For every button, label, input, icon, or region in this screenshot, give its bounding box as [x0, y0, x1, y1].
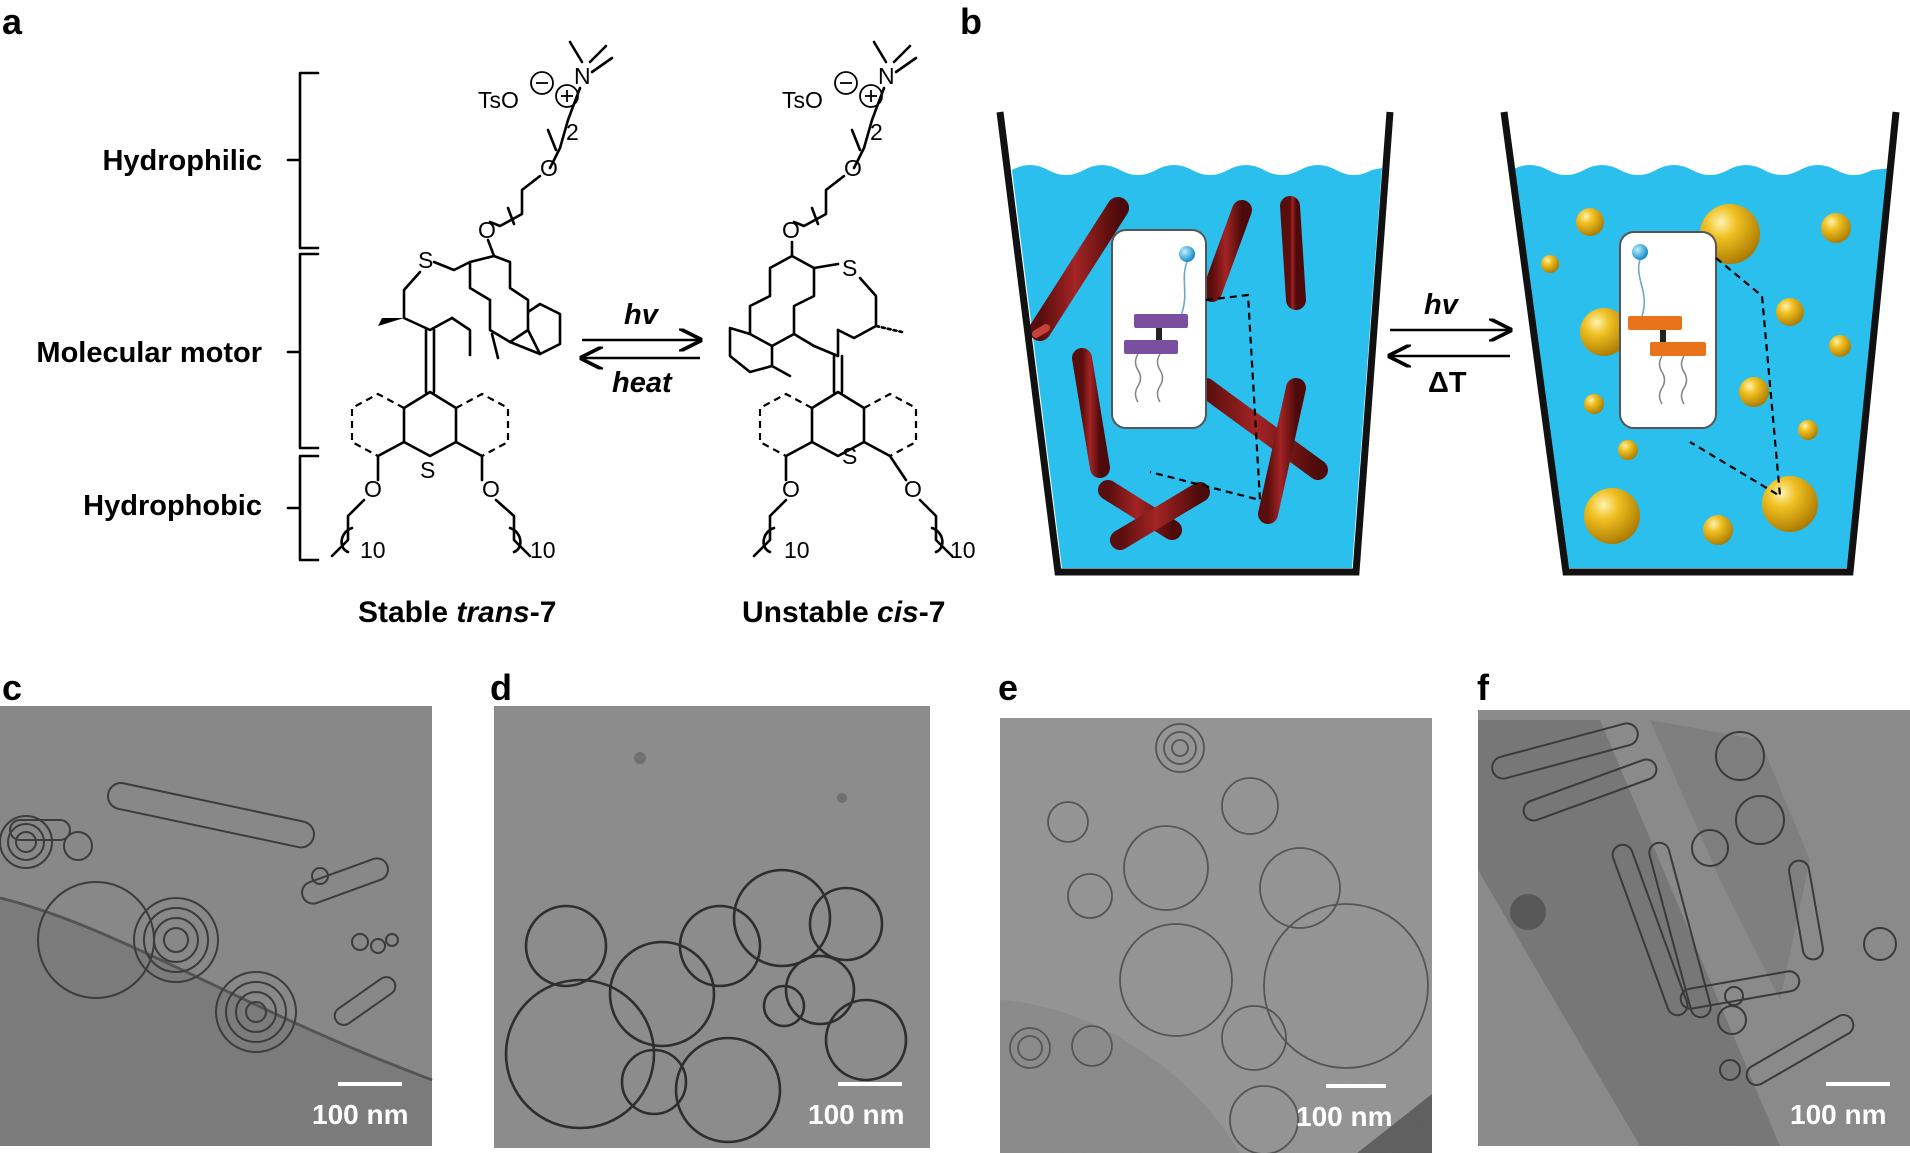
spheres: [1541, 204, 1851, 545]
region-hydrophobic: Hydrophobic: [83, 490, 262, 522]
oxygen-cis-2: O: [782, 217, 800, 243]
region-hydrophilic: Hydrophilic: [102, 145, 262, 177]
tso-label-cis: TsO: [782, 87, 823, 113]
repeat-2-cis: 2: [870, 119, 883, 145]
hv-label-a: hv: [624, 299, 660, 331]
panel-label-e: e: [998, 667, 1018, 708]
region-molecular-motor: Molecular motor: [36, 337, 262, 369]
region-braces: [286, 71, 320, 562]
oxygen-2: O: [478, 217, 496, 243]
scale-bar-c: 100 nm: [312, 1099, 409, 1130]
oxygen-cis-3: O: [782, 476, 800, 502]
repeat-10-right: 10: [530, 537, 556, 563]
amine-n-cis: N: [878, 63, 895, 89]
scale-bar-d: 100 nm: [808, 1099, 905, 1130]
oxygen-1: O: [540, 155, 558, 181]
amine-n: N: [574, 63, 591, 89]
micrograph-f: 100 nm: [1478, 710, 1910, 1146]
sulfur-2: S: [420, 457, 435, 483]
panel-label-d: d: [490, 667, 512, 708]
delta-t-label-b: ΔT: [1428, 367, 1467, 399]
oxygen-cis-1: O: [844, 155, 862, 181]
rods: [1029, 196, 1328, 550]
scale-bar-f: 100 nm: [1790, 1099, 1887, 1130]
repeat-10-left: 10: [360, 537, 386, 563]
panel-label-f: f: [1477, 667, 1490, 708]
sulfur-cis-1: S: [842, 255, 857, 281]
caption-trans: Stable trans-7: [358, 596, 556, 629]
panel-label-b: b: [960, 1, 982, 42]
oxygen-cis-4: O: [904, 476, 922, 502]
sulfur-cis-2: S: [842, 443, 857, 469]
repeat-10-cis-right: 10: [950, 537, 976, 563]
molecule-cis-7: TsO N 2 O O S S O O: [728, 40, 976, 563]
repeat-2: 2: [566, 119, 579, 145]
reaction-arrows-a: hv heat: [582, 299, 700, 399]
micrograph-e: 100 nm: [1000, 718, 1432, 1153]
panel-label-c: c: [2, 667, 22, 708]
oxygen-3: O: [364, 476, 382, 502]
micrograph-d: 100 nm: [494, 706, 930, 1148]
beaker-right: [1500, 111, 1900, 576]
heat-label-a: heat: [612, 367, 673, 399]
repeat-10-cis-left: 10: [784, 537, 810, 563]
panel-label-a: a: [2, 1, 23, 42]
tso-label: TsO: [478, 87, 519, 113]
molecule-trans-7: TsO N 2 O O S S O O: [330, 40, 614, 563]
caption-cis: Unstable cis-7: [742, 596, 945, 629]
oxygen-4: O: [482, 476, 500, 502]
micrograph-c: 100 nm: [0, 706, 433, 1146]
reaction-arrows-b: hv ΔT: [1390, 289, 1510, 399]
scale-bar-e: 100 nm: [1296, 1101, 1393, 1132]
beaker-left: [996, 111, 1394, 576]
region-labels: Hydrophilic Molecular motor Hydrophobic: [36, 145, 262, 522]
hv-label-b: hv: [1424, 289, 1460, 321]
sulfur-1: S: [418, 247, 433, 273]
